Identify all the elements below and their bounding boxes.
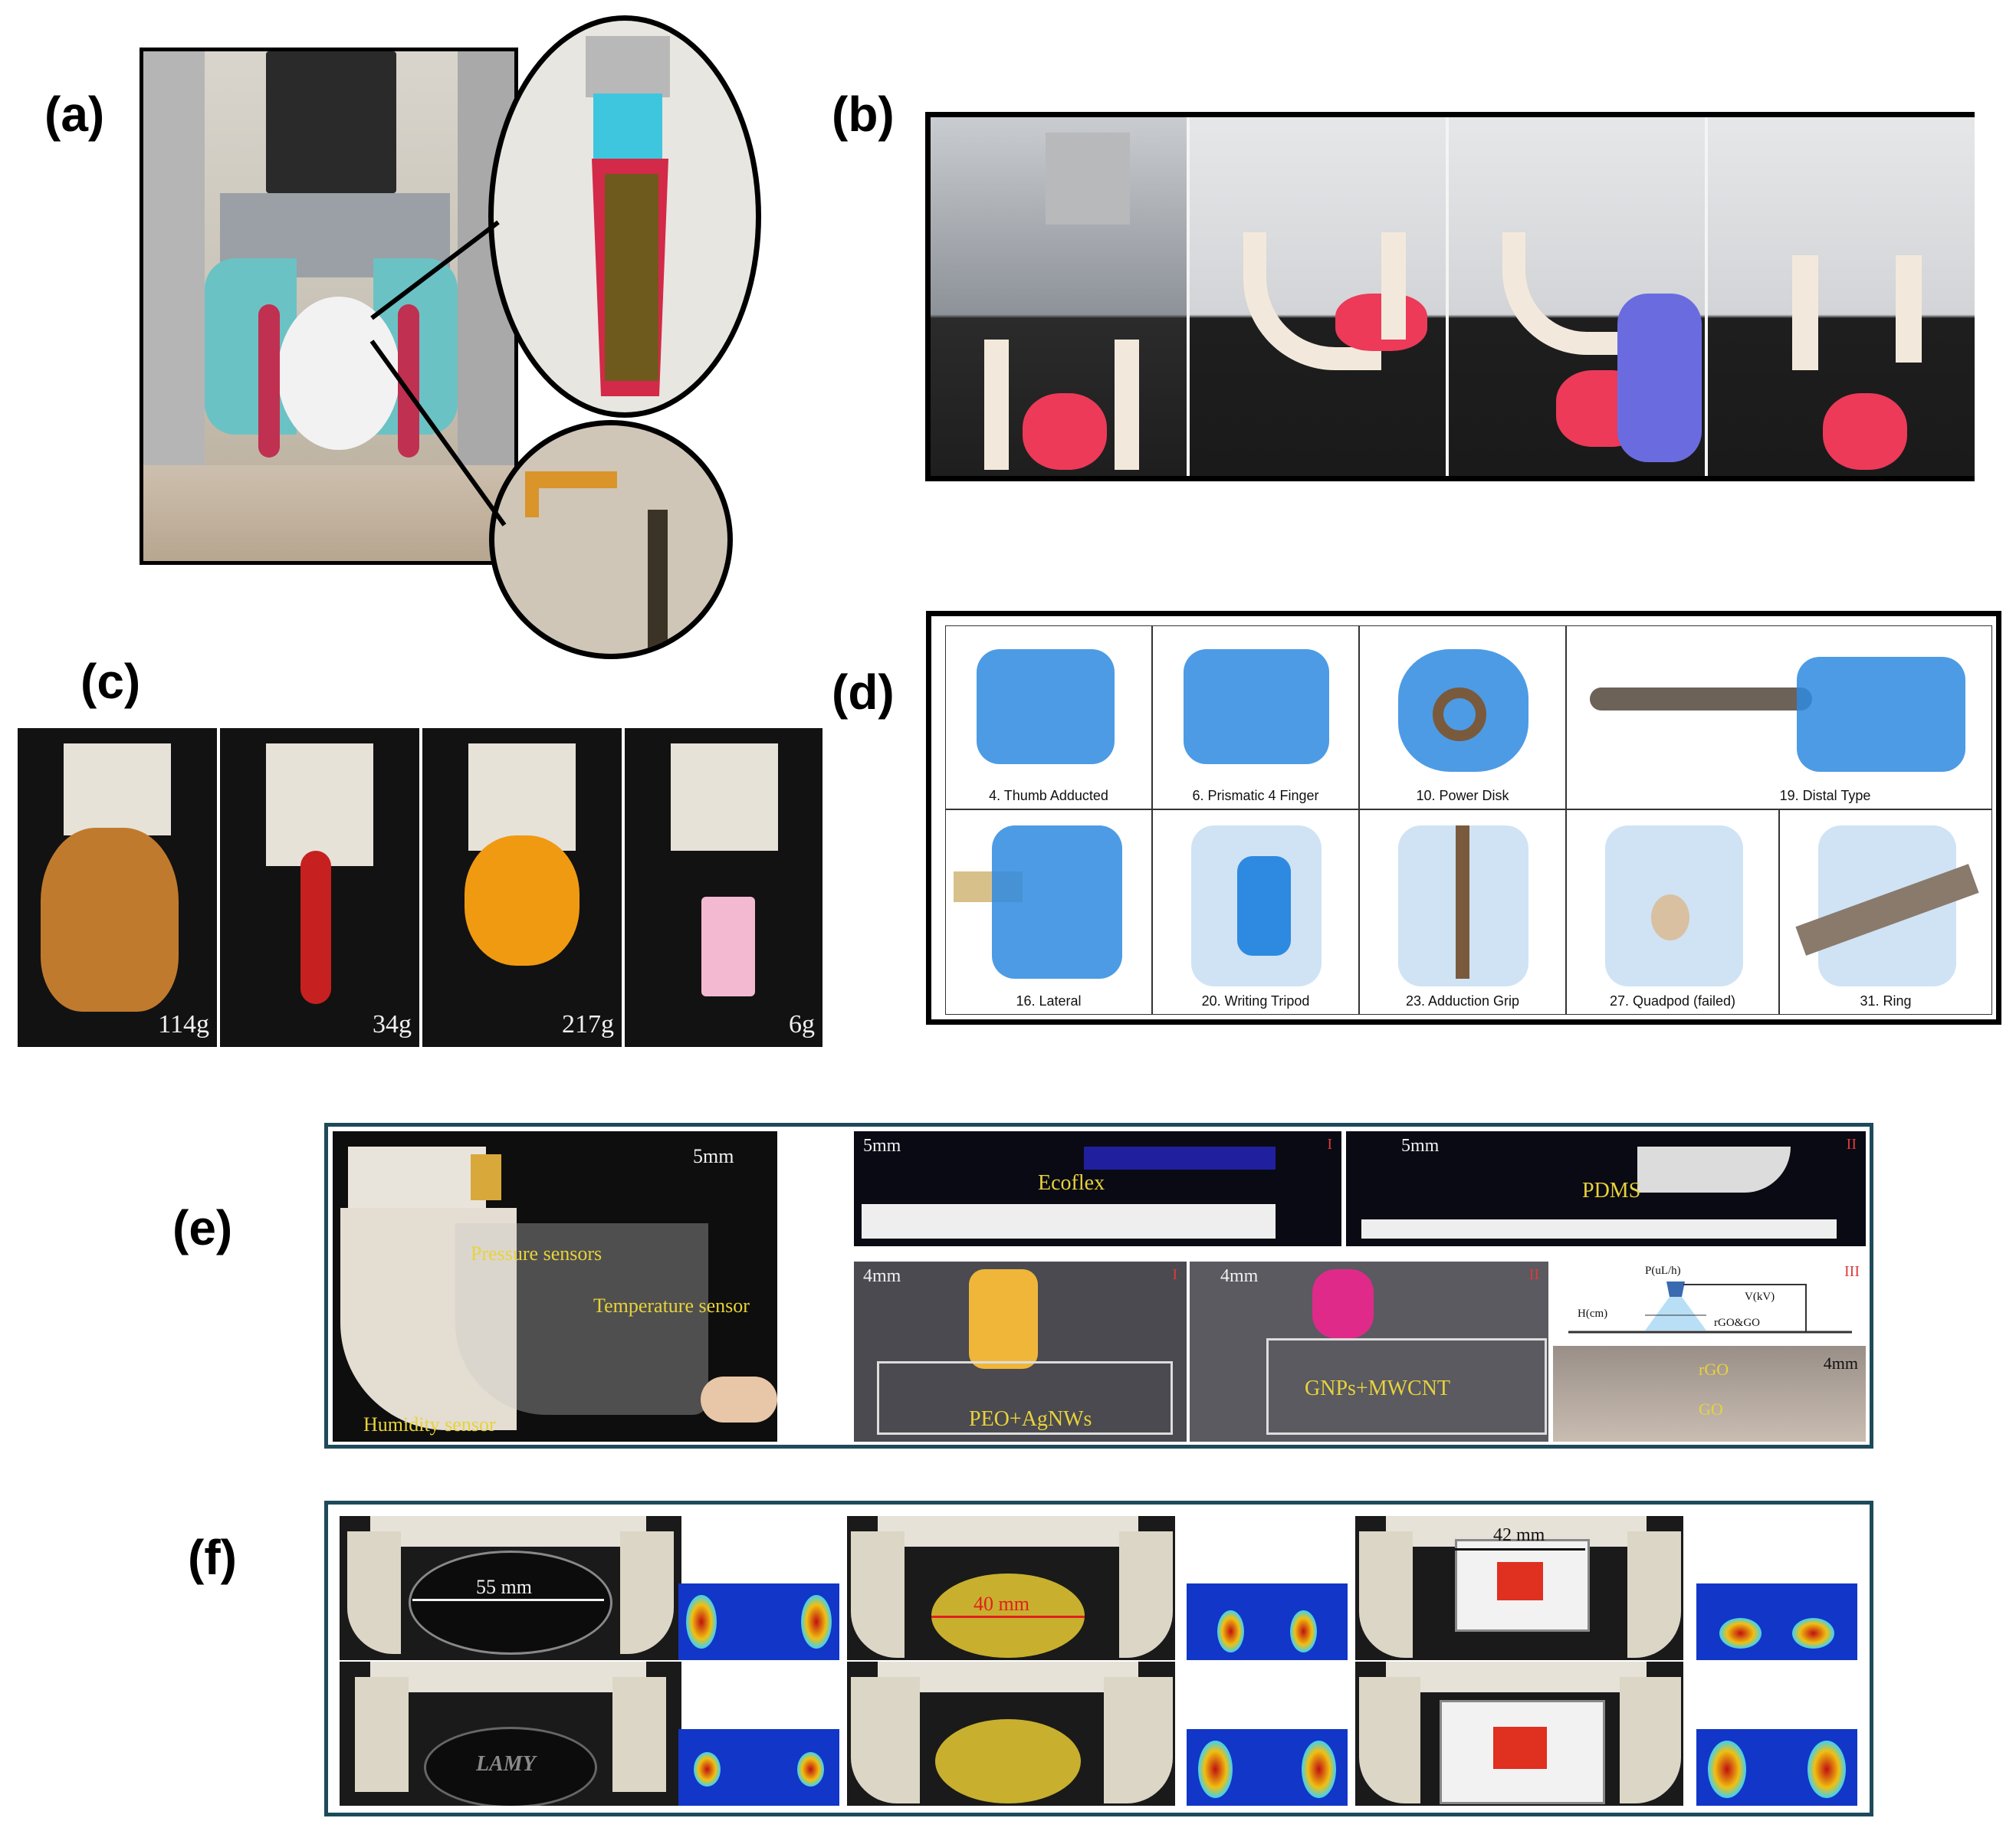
sequence-photo-1: [931, 117, 1187, 476]
dim-label-40mm: 40 mm: [974, 1593, 1029, 1615]
gripper-orange-photo-closed: [847, 1662, 1175, 1806]
sensor-finger-zoom-circle: [488, 15, 761, 418]
panel-label-f: (f): [188, 1530, 237, 1585]
grasp-cell-4: 19. Distal Type: [1566, 625, 1992, 809]
gripper-lid-photo-closed: LAMY: [340, 1662, 681, 1806]
grasp-cell-1: 4. Thumb Adducted: [945, 625, 1152, 809]
electrospray-diagram: [1568, 1281, 1852, 1334]
object-grasp-photo-2: 34g: [220, 728, 419, 1047]
grasp-caption-7: 23. Adduction Grip: [1405, 993, 1520, 1009]
grasp-caption-4: 19. Distal Type: [1779, 788, 1871, 803]
temperature-sensor-label: Temperature sensor: [593, 1295, 750, 1317]
pdms-label: PDMS: [1582, 1179, 1641, 1203]
weight-label-1: 114g: [158, 1010, 209, 1039]
object-grasp-photo-4: 6g: [625, 728, 822, 1047]
sequence-photo-3: [1449, 117, 1705, 476]
grasp-cell-2: 6. Prismatic 4 Finger: [1152, 625, 1359, 809]
gripper-cube-photo-open: 42 mm: [1355, 1516, 1683, 1660]
sequence-photo-2: [1190, 117, 1446, 476]
gnps-mwcnt-label: GNPs+MWCNT: [1305, 1377, 1451, 1400]
panel-label-b: (b): [832, 87, 895, 142]
panel-label-c: (c): [80, 654, 141, 709]
heatmap-1-closed: [678, 1729, 839, 1806]
grasp-cell-8: 27. Quadpod (failed): [1566, 809, 1779, 1015]
gripper-orange-photo-open: 40 mm: [847, 1516, 1175, 1660]
scale-label-ecoflex: 5mm: [863, 1136, 901, 1156]
peo-agnws-label: PEO+AgNWs: [969, 1407, 1092, 1431]
flow-rate-label: P(uL/h): [1645, 1265, 1681, 1277]
rgo-go-label: rGO&GO: [1714, 1317, 1760, 1329]
gnps-mwcnt-printing-photo: 4mm GNPs+MWCNT II: [1190, 1262, 1548, 1442]
weight-label-2: 34g: [373, 1010, 412, 1039]
dim-label-42mm: 42 mm: [1493, 1525, 1545, 1545]
grasp-cell-3: 10. Power Disk: [1359, 625, 1566, 809]
grasp-cell-9: 31. Ring: [1779, 809, 1992, 1015]
pressure-map-frame: 55 mm 40 mm 42 mm LAMY: [324, 1501, 1873, 1816]
weight-label-3: 217g: [562, 1010, 614, 1039]
sensor-fabrication-frame: 5mm Pressure sensors Temperature sensor …: [324, 1123, 1873, 1449]
gripper-lid-photo-open: 55 mm: [340, 1516, 681, 1660]
heatmap-3-closed: [1696, 1729, 1857, 1806]
gripper-cube-photo-closed: [1355, 1662, 1683, 1806]
heatmap-2-closed: [1187, 1729, 1348, 1806]
electrospray-schematic: III P(uL/h) V(kV) H(cm) rGO&GO rGO GO 4m…: [1553, 1262, 1866, 1442]
humidity-sensor-label: Humidity sensor: [363, 1413, 496, 1436]
scale-label-e-left: 5mm: [693, 1145, 734, 1167]
go-label: GO: [1699, 1400, 1723, 1419]
heatmap-1-open: [678, 1583, 839, 1660]
roman-label-bot1: I: [1172, 1266, 1177, 1283]
ecoflex-photo: 5mm Ecoflex I: [854, 1131, 1341, 1246]
grasp-cell-7: 23. Adduction Grip: [1359, 809, 1566, 1015]
lamy-logo-text: LAMY: [476, 1752, 536, 1776]
rgo-label: rGO: [1699, 1360, 1729, 1379]
dim-label-55mm: 55 mm: [476, 1576, 532, 1598]
sensor-finger-photo: 5mm Pressure sensors Temperature sensor …: [333, 1131, 777, 1442]
roman-label-bot3: III: [1844, 1263, 1860, 1280]
height-label: H(cm): [1578, 1308, 1608, 1320]
heatmap-2-open: [1187, 1583, 1348, 1660]
grasp-cell-6: 20. Writing Tripod: [1152, 809, 1359, 1015]
pressure-sensors-label: Pressure sensors: [471, 1242, 603, 1265]
panel-label-e: (e): [172, 1200, 233, 1255]
roman-label-top2: II: [1846, 1136, 1857, 1153]
grasp-caption-6: 20. Writing Tripod: [1201, 993, 1310, 1009]
heatmap-3-open: [1696, 1583, 1857, 1660]
grasp-caption-9: 31. Ring: [1860, 993, 1912, 1009]
grasp-caption-1: 4. Thumb Adducted: [989, 788, 1108, 803]
peo-agnws-printing-photo: 4mm PEO+AgNWs I: [854, 1262, 1187, 1442]
scale-label-pdms: 5mm: [1401, 1136, 1440, 1156]
scale-label-gnps: 4mm: [1220, 1266, 1259, 1286]
grasp-cell-5: 16. Lateral: [945, 809, 1152, 1015]
roman-label-top1: I: [1327, 1136, 1332, 1153]
ecoflex-label: Ecoflex: [1038, 1171, 1105, 1195]
object-grasp-photo-1: 114g: [18, 728, 217, 1047]
flexible-sensor-zoom-circle: [489, 420, 733, 659]
weight-label-4: 6g: [789, 1010, 815, 1039]
sequence-photo-4: [1708, 117, 1975, 476]
grasp-caption-8: 27. Quadpod (failed): [1609, 993, 1736, 1009]
grasp-caption-3: 10. Power Disk: [1416, 788, 1509, 803]
voltage-label: V(kV): [1745, 1291, 1775, 1303]
grasp-caption-5: 16. Lateral: [1016, 993, 1082, 1009]
pdms-photo: 5mm PDMS II: [1346, 1131, 1866, 1246]
scale-label-electrospray: 4mm: [1823, 1354, 1858, 1373]
scale-label-peo: 4mm: [863, 1266, 901, 1286]
grasp-caption-2: 6. Prismatic 4 Finger: [1192, 788, 1319, 803]
grasp-taxonomy-frame: 4. Thumb Adducted 6. Prismatic 4 Finger …: [926, 611, 2001, 1025]
object-grasp-photo-3: 217g: [422, 728, 622, 1047]
panel-label-d: (d): [832, 665, 895, 720]
release-sequence-frame: [925, 112, 1975, 481]
panel-label-a: (a): [44, 87, 105, 142]
roman-label-bot2: II: [1528, 1266, 1539, 1283]
